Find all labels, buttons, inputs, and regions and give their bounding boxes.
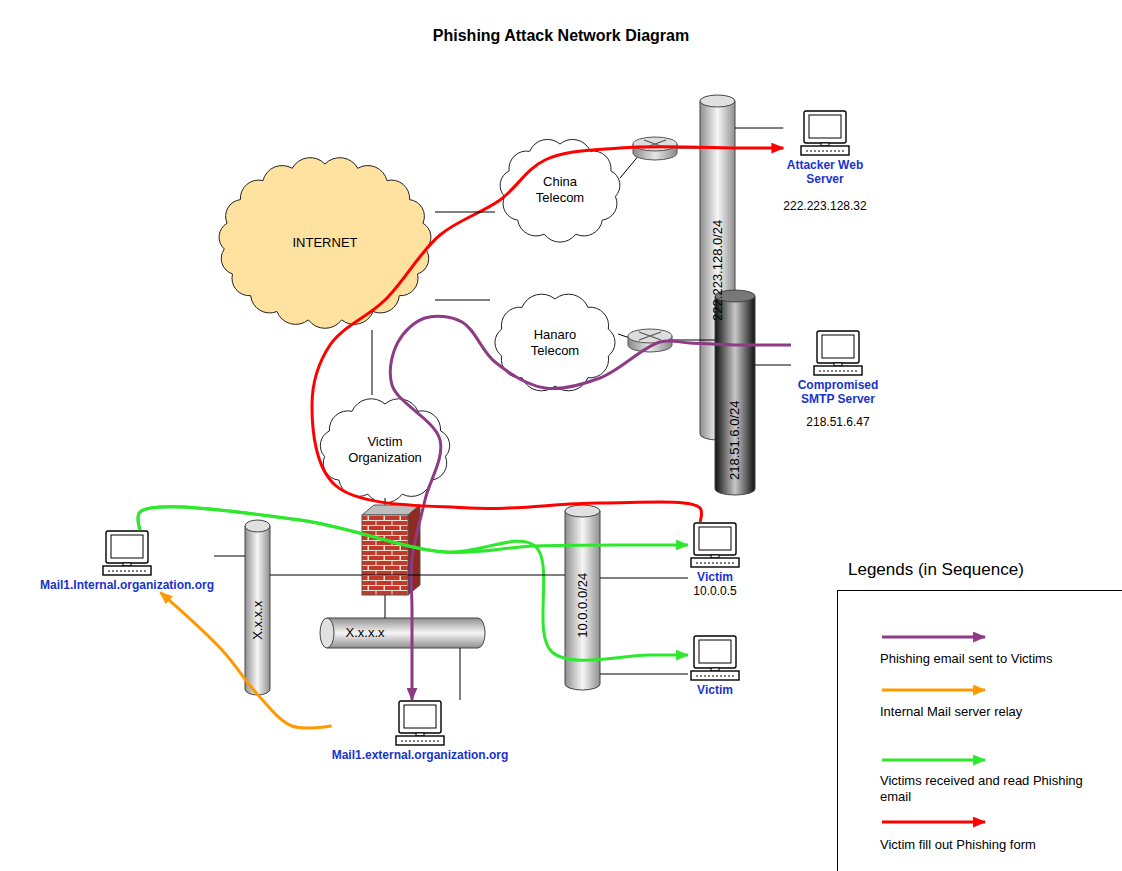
legend-text: Victims received and read Phishing email <box>880 773 1095 804</box>
network-segment: X.x.x.x <box>245 520 270 695</box>
legend-sample <box>882 821 985 824</box>
legend-text: Internal Mail server relay <box>880 704 1095 720</box>
host-name: Attacker Web Server <box>785 158 865 187</box>
legend-sample <box>882 689 985 692</box>
host-computer: Victim <box>688 635 742 697</box>
network-link <box>735 128 783 129</box>
network-link <box>755 365 791 366</box>
network-segment: X.x.x.x <box>320 618 485 648</box>
attack-flow-arrow <box>138 507 688 661</box>
legend-sample <box>882 636 985 639</box>
cloud-label: Hanaro Telecom <box>520 327 590 358</box>
cloud-label: INTERNET <box>293 235 358 251</box>
cloud-label: China Telecom <box>525 174 595 205</box>
host-name: Compromised SMTP Server <box>791 378 885 407</box>
network-cloud: China Telecom <box>495 135 625 245</box>
legend-sample <box>882 759 985 762</box>
subnet-label: 218.51.6.0/24 <box>727 400 743 480</box>
network-cloud: Hanaro Telecom <box>490 290 620 395</box>
host-computer: Victim10.0.0.5 <box>688 522 742 599</box>
ip-address: 222.223.128.32 <box>783 199 866 213</box>
host-name: Mail1.external.organization.org <box>332 748 509 762</box>
cloud-label: Victim Organization <box>341 434 429 465</box>
network-link <box>600 578 688 579</box>
host-name: Victim <box>697 683 733 697</box>
host-computer: Mail1.external.organization.org <box>332 700 509 762</box>
computer-icon <box>688 522 742 568</box>
network-link <box>435 212 495 213</box>
host-computer: Attacker Web Server 222.223.128.32 <box>783 110 866 213</box>
host-computer: Mail1.Internal.organization.org <box>40 530 214 592</box>
network-segment: 222.223.128.0/24 <box>700 95 735 440</box>
computer-icon <box>811 330 865 376</box>
subnet-label: X.x.x.x <box>250 600 266 639</box>
subnet-label: 222.223.128.0/24 <box>710 219 726 320</box>
legend-frame <box>838 591 1122 871</box>
legend-text: Victim fill out Phishing form <box>880 837 1095 853</box>
computer-icon <box>798 110 852 156</box>
wire <box>385 595 386 618</box>
host-name: Victim <box>697 570 733 584</box>
network-link <box>600 674 688 675</box>
wire <box>620 154 640 178</box>
subnet-label: 10.0.0.0/24 <box>575 572 591 637</box>
ip-address: 218.51.6.47 <box>806 415 869 429</box>
network-segment: 10.0.0.0/24 <box>565 505 600 690</box>
legend-text: Phishing email sent to Victims <box>880 651 1095 667</box>
network-link <box>372 330 373 395</box>
computer-icon <box>393 700 447 746</box>
network-link <box>270 575 565 576</box>
network-link <box>435 300 490 301</box>
ip-address: 10.0.0.5 <box>693 584 736 598</box>
diagram-title: Phishing Attack Network Diagram <box>0 26 1122 45</box>
computer-icon <box>688 635 742 681</box>
network-link <box>214 556 245 557</box>
computer-icon <box>100 530 154 576</box>
legend-heading: Legends (in Sequence) <box>848 560 1024 580</box>
network-segment: 218.51.6.0/24 <box>715 290 755 495</box>
subnet-label: X.x.x.x <box>345 625 384 641</box>
host-computer: Compromised SMTP Server 218.51.6.47 <box>791 330 885 429</box>
host-name: Mail1.Internal.organization.org <box>40 578 214 592</box>
network-link <box>460 648 461 700</box>
network-cloud: INTERNET <box>215 155 435 330</box>
network-cloud: Victim Organization <box>315 395 455 505</box>
cylinder-shape <box>320 618 485 648</box>
